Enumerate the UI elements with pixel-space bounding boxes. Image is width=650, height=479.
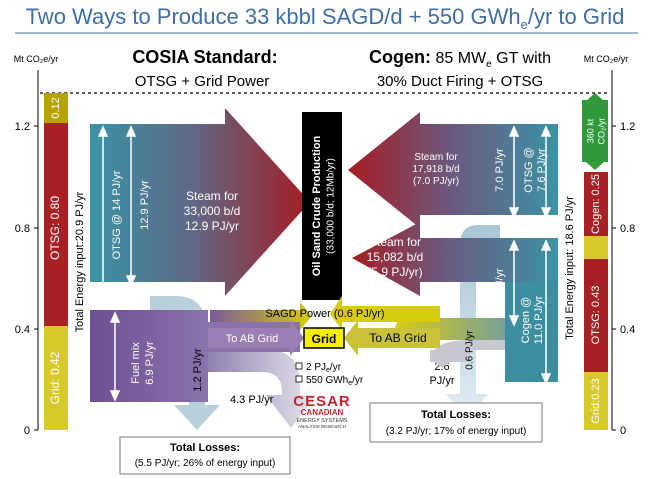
right-steam2-label-2: 15,082 b/d: [367, 250, 424, 264]
production-title: Oil Sand Crude Production: [311, 135, 323, 276]
page-title: Two Ways to Produce 33 kbbl SAGD/d + 550…: [26, 4, 625, 32]
left-loss-flow-2: [205, 350, 316, 428]
right-bar-segment-gap: [584, 236, 608, 259]
right-tick-label: 0: [620, 425, 626, 437]
right-axis: 1.2 0.8 0.4 0: [611, 70, 635, 437]
right-cogen-rate-label: 8.4 PJ/yr: [494, 268, 506, 312]
left-fuel-mix-label-1: Fuel mix: [130, 342, 142, 384]
legend-checkbox-1: [295, 362, 303, 370]
right-losses-box: [369, 402, 543, 443]
legend-checkbox-2: [295, 375, 303, 383]
right-otsg-rate-label: 7.0 PJ/yr: [494, 148, 506, 192]
right-to-grid-arrow: [344, 320, 440, 356]
production-subtitle: (33,000 b/d; 12Mb/yr): [326, 158, 337, 254]
right-steam2-label-1: Steam for: [369, 235, 421, 249]
grid-legend: 2 PJe/yr 550 GWhe/yr: [295, 362, 364, 387]
right-steam-arrow-1: [348, 112, 558, 228]
right-tick-label: 0.4: [620, 324, 635, 336]
cesar-logo: CESAR CANADIAN ENERGY SYSTEMS ANALYSIS R…: [293, 393, 351, 429]
right-bar-label-otsg: OTSG: 0.43: [590, 286, 602, 345]
right-steam1-label-2: 17,918 b/d: [412, 164, 459, 175]
right-bar-segment-otsg: [584, 259, 608, 372]
left-steam-label-3: 12.9 PJ/yr: [185, 219, 239, 233]
right-steam2-label-3: (5.9 PJ/yr): [367, 265, 422, 279]
left-to-grid-arrow: [208, 320, 304, 356]
right-flow-arrows: [508, 125, 552, 385]
left-steam-arrow: [90, 108, 310, 296]
right-header-line1: Cogen: 85 MWe GT with: [369, 47, 551, 70]
left-total-input-label: Total Energy input:20.9 PJ/yr: [74, 191, 86, 332]
left-tick-label: 1.2: [15, 121, 30, 133]
right-co2-arrow-down: [586, 162, 604, 170]
left-axis: 1.2 0.8 0.4 0: [15, 70, 39, 437]
right-bar-segment-grid: [584, 372, 608, 430]
right-to-grid-label: To AB Grid: [369, 331, 426, 345]
right-steam1-label-3: (7.0 PJ/yr): [413, 176, 459, 187]
grid-box: [303, 327, 345, 349]
sagd-power-label: SAGD Power (0.6 PJ/yr): [265, 308, 384, 320]
sagd-power-band-left: [210, 302, 312, 330]
right-bar-label-grid: Grid:0.23: [590, 378, 602, 423]
right-co2-box: [582, 100, 608, 162]
right-loss-1-label: 0.6 PJ/yr: [465, 330, 476, 370]
left-steam-label-2: 33,000 b/d: [184, 204, 241, 218]
left-emissions-bar: 0.12 OTSG: 0.80 Grid: 0.42: [44, 93, 68, 430]
right-emissions-bar: 360 kt CO₂/yr Cogen: 0.25 OTSG: 0.43 Gri…: [582, 93, 608, 430]
left-steam-label-1: Steam for: [186, 189, 238, 203]
left-tick-label: 0.4: [15, 324, 30, 336]
right-total-input-label: Total Energy input: 18.6 PJ/yr: [564, 196, 576, 340]
cesar-logo-line1: CANADIAN: [301, 408, 344, 417]
left-loss-2-label: 4.3 PJ/yr: [230, 394, 274, 406]
oil-sand-production-box: [302, 112, 342, 300]
right-loss-2-arrow: [430, 350, 455, 368]
left-otsg-arrows: [97, 125, 137, 402]
left-fuel-mix-label-2: 6.9 PJ/yr: [144, 341, 156, 385]
right-bar-label-cogen: Cogen: 0.25: [590, 174, 602, 234]
left-otsg-input-label: OTSG @ 14 PJ/yr: [111, 170, 123, 259]
right-bar-segment-cogen: [584, 172, 608, 236]
right-otsg-label: OTSG @: [523, 147, 535, 192]
right-cogen-value: 11.0 PJ/yr: [533, 295, 545, 344]
left-losses-title: Total Losses:: [170, 442, 240, 454]
left-header-subtitle: OTSG + Grid Power: [135, 73, 270, 90]
right-co2-text-1: 360 kt: [585, 118, 595, 143]
left-bar-segment-otsg: [44, 123, 68, 326]
right-losses-title: Total Losses:: [421, 409, 491, 421]
left-bar-label-otsg: OTSG: 0.80: [48, 196, 62, 260]
left-tick-label: 0: [24, 425, 30, 437]
left-bar-segment-top: [44, 93, 68, 123]
right-tick-label: 1.2: [620, 121, 635, 133]
left-otsg-output-label: 12.9 PJ/yr: [139, 180, 151, 230]
right-tick-label: 0.8: [620, 223, 635, 235]
cesar-logo-mark: CESAR: [293, 393, 351, 410]
left-bar-segment-grid: [44, 326, 68, 430]
right-co2-arrow-up: [586, 93, 604, 101]
cesar-logo-line2: ENERGY SYSTEMS: [297, 418, 348, 424]
left-losses-detail: (5.5 PJ/yr; 26% of energy input): [135, 458, 276, 469]
right-steam-arrow-2: [352, 222, 558, 296]
left-bar-label-grid: Grid: 0.42: [48, 351, 62, 404]
left-tick-label: 0.8: [15, 223, 30, 235]
grid-label: Grid: [312, 332, 337, 346]
left-axis-unit: Mt CO₂e/yr: [14, 54, 59, 64]
right-axis-unit: Mt CO₂e/yr: [584, 54, 629, 64]
left-fuel-mix-flow: [90, 310, 208, 402]
cesar-logo-line3: ANALYSIS RESEARCH: [298, 424, 346, 429]
legend-item-1: 2 PJe/yr: [306, 362, 342, 374]
left-loss-1-label: 1.2 PJ/yr: [192, 348, 204, 392]
right-co2-text-2: CO₂/yr: [596, 118, 606, 145]
right-losses-detail: (3.2 PJ/yr; 17% of energy input): [386, 426, 527, 437]
left-losses-box: [119, 436, 291, 475]
right-steam1-label-1: Steam for: [414, 152, 458, 163]
right-loss-2-label-2: PJ/yr: [429, 375, 454, 387]
legend-item-2: 550 GWhe/yr: [306, 375, 364, 387]
right-cogen-label: Cogen @: [520, 297, 532, 344]
left-to-grid-label: To AB Grid: [226, 333, 279, 345]
right-header-line2: 30% Duct Firing + OTSG: [377, 73, 543, 90]
left-header-title: COSIA Standard:: [132, 47, 277, 67]
right-otsg-value: 7.6 PJ/yr: [536, 148, 548, 192]
left-bar-label-top: 0.12: [50, 97, 62, 118]
